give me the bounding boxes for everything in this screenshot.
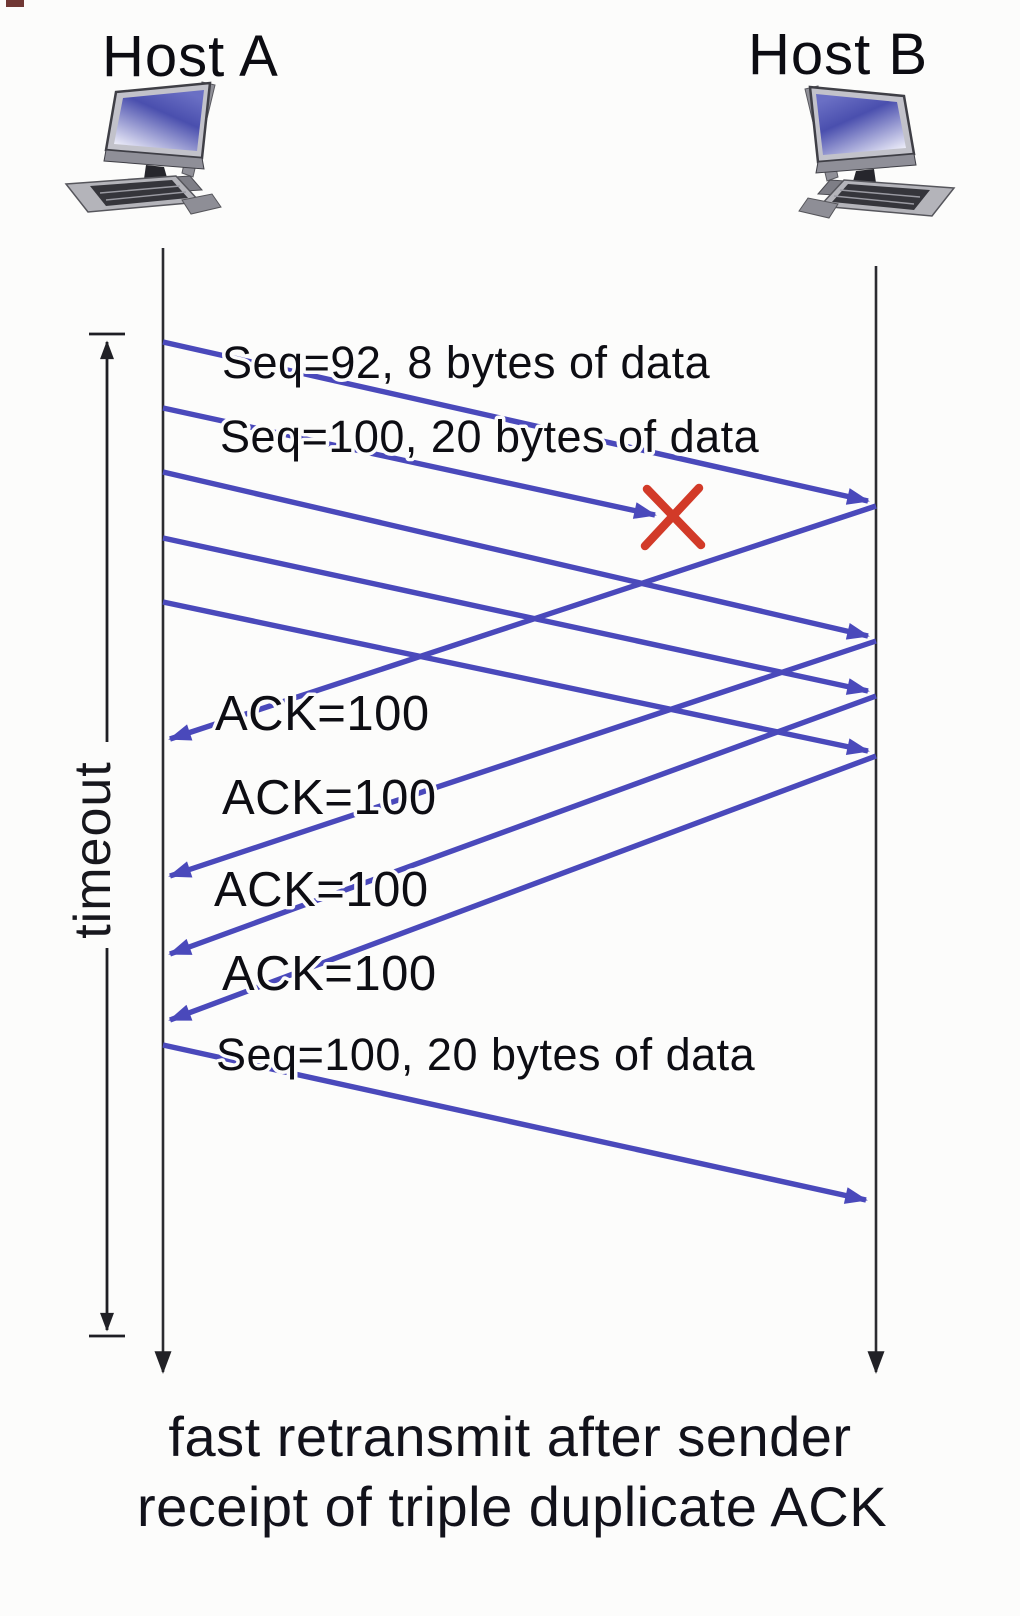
ack-label-4: ACK=100 — [222, 947, 437, 1001]
lifelines-layer — [154, 248, 885, 1374]
arrow-ack-3 — [168, 693, 877, 957]
arrow-data-3 — [162, 469, 870, 640]
arrow-seq100-lost — [162, 405, 657, 519]
arrow-ack-1 — [168, 503, 877, 742]
host-b-label: Host B — [748, 22, 928, 87]
computer-icon-host-a — [64, 80, 223, 216]
ack-label-2: ACK=100 — [222, 771, 437, 825]
arrow-data-5 — [162, 599, 870, 756]
caption-line-2: receipt of triple duplicate ACK — [137, 1475, 887, 1538]
seq100-retransmit-label: Seq=100, 20 bytes of data — [216, 1029, 756, 1080]
seq92-label: Seq=92, 8 bytes of data — [222, 337, 711, 388]
loss-x-stroke-2 — [640, 483, 704, 551]
computer-icon-host-b — [797, 84, 956, 220]
segment-arrows-layer — [162, 339, 877, 1204]
caption-line-1: fast retransmit after sender — [168, 1405, 851, 1468]
arrow-ack-4 — [168, 753, 877, 1023]
arrow-seq92-data — [162, 339, 870, 505]
seq100-label: Seq=100, 20 bytes of data — [220, 411, 760, 462]
labels-layer: Host A Host B Seq=92, 8 bytes of dataSeq=1… — [64, 22, 928, 1538]
packet-loss-layer — [640, 483, 706, 551]
timeout-bracket-layer — [89, 332, 125, 1338]
ack-label-3: ACK=100 — [214, 863, 429, 917]
ack-label-1: ACK=100 — [215, 687, 430, 741]
arrow-retransmit — [162, 1042, 868, 1204]
timeout-label: timeout — [64, 761, 122, 939]
arrow-ack-2 — [168, 638, 877, 879]
host-a-label: Host A — [102, 24, 279, 89]
corner-artifact — [6, 0, 24, 7]
arrow-data-4 — [162, 535, 870, 695]
